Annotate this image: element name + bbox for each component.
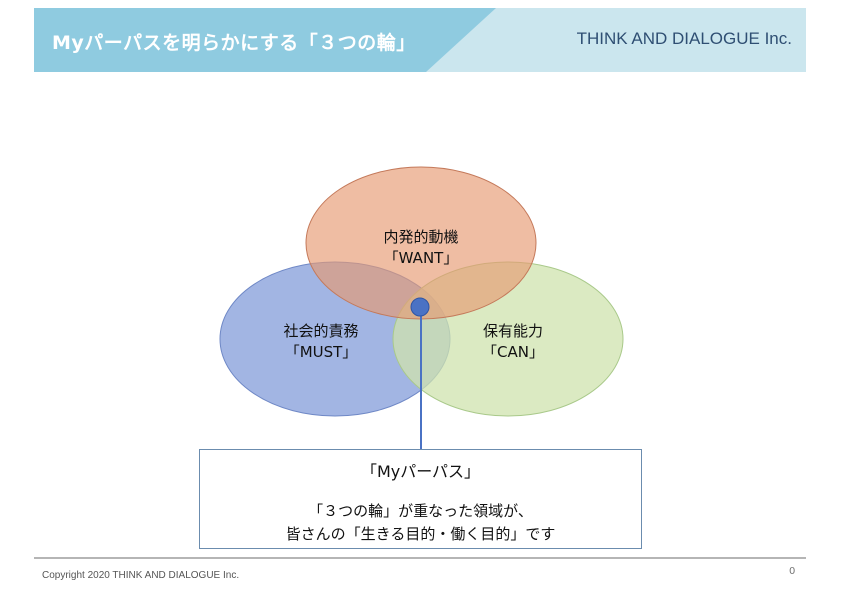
header-banner: Myパーパスを明らかにする「３つの輪」 THINK AND DIALOGUE I… (34, 8, 806, 72)
header-background (34, 8, 806, 72)
can-label: 保有能力 「CAN」 (453, 321, 573, 363)
page-number: 0 (789, 566, 796, 577)
copyright-text: Copyright 2020 THINK AND DIALOGUE Inc. (42, 570, 240, 581)
can-label-line1: 保有能力 (482, 322, 543, 340)
want-label: 内発的動機 「WANT」 (361, 227, 481, 269)
callout-body-line2: 皆さんの「生きる目的・働く目的」です (285, 525, 556, 543)
company-name: THINK AND DIALOGUE Inc. (576, 29, 792, 48)
overlap-marker (410, 297, 430, 317)
must-label: 社会的責務 「MUST」 (261, 321, 381, 363)
callout-body-line1: 「３つの輪」が重なった領域が、 (308, 502, 533, 520)
must-label-line1: 社会的責務 (283, 322, 359, 340)
callout-heading: 「Myパーパス」 (360, 462, 481, 481)
page-title: Myパーパスを明らかにする「３つの輪」 (52, 32, 416, 54)
want-label-line2: 「WANT」 (383, 249, 459, 267)
must-label-line2: 「MUST」 (284, 343, 358, 361)
purpose-callout-box: 「Myパーパス」 「３つの輪」が重なった領域が、 皆さんの「生きる目的・働く目的… (199, 449, 642, 549)
can-label-line2: 「CAN」 (482, 343, 544, 361)
callout-body: 「３つの輪」が重なった領域が、 皆さんの「生きる目的・働く目的」です (200, 500, 641, 546)
footer-divider (34, 557, 806, 559)
want-label-line1: 内発的動機 (383, 228, 459, 246)
